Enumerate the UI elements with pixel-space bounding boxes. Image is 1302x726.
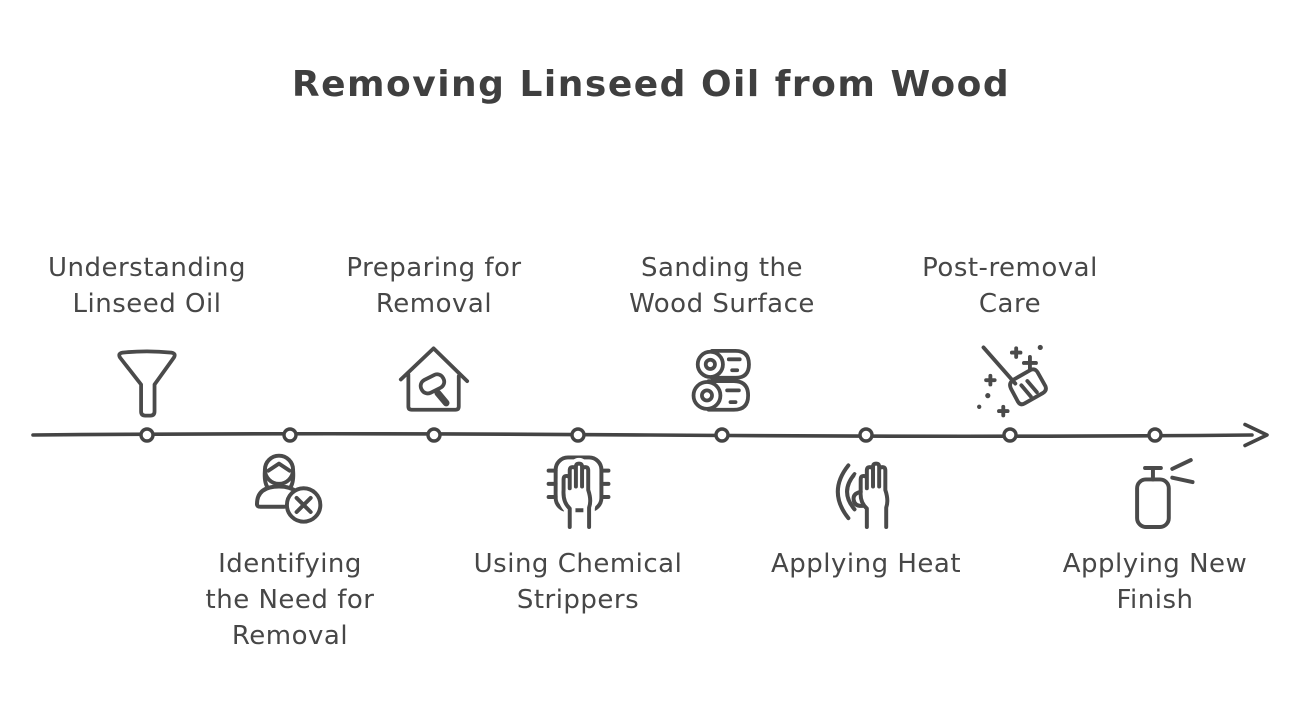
timeline-step-preparing-for-removal: Preparing for Removal [346, 250, 521, 424]
step-label-line: Removal [375, 289, 493, 319]
timeline-step-sanding-wood-surface: Sanding the Wood Surface [629, 250, 815, 424]
step-label-line: Post-removal [922, 253, 1098, 283]
wood-logs-icon [691, 349, 751, 412]
step-label-line: Using Chemical [473, 549, 683, 579]
house-hammer-icon [398, 346, 469, 412]
step-label: Post-removal Care [922, 250, 1098, 322]
timeline-node-8 [1147, 427, 1163, 443]
step-label-line: Wood Surface [629, 289, 815, 319]
timeline-node-1 [139, 427, 155, 443]
step-label-line: Care [978, 289, 1042, 319]
timeline-step-applying-new-finish: Applying New Finish [1063, 446, 1248, 618]
spray-can-icon [1135, 458, 1195, 529]
step-label-line: Removal [231, 621, 349, 651]
step-label-line: Sanding the [640, 253, 804, 283]
hand-scrub-pad-icon [546, 455, 611, 533]
timeline-step-identifying-need-for-removal: Identifying the Need for Removal [206, 446, 375, 654]
step-label-line: Applying New [1062, 549, 1248, 579]
step-label-line: Finish [1116, 585, 1194, 615]
step-label-line: the Need for [205, 585, 375, 615]
timeline-line [31, 431, 1254, 439]
step-label-line: Applying Heat [770, 549, 962, 579]
step-label: Preparing for Removal [346, 250, 521, 322]
timeline-node-5 [714, 427, 730, 443]
step-label-line: Understanding [47, 253, 247, 283]
funnel-icon [117, 349, 177, 418]
timeline-node-3 [426, 427, 442, 443]
timeline-step-using-chemical-strippers: Using Chemical Strippers [474, 446, 683, 618]
timeline-node-2 [282, 427, 298, 443]
step-label: Understanding Linseed Oil [48, 250, 246, 322]
step-label: Identifying the Need for Removal [206, 546, 375, 654]
timeline-node-6 [858, 427, 874, 443]
timeline-axis [31, 422, 1269, 448]
user-x-icon [255, 453, 323, 524]
step-label: Applying New Finish [1063, 546, 1248, 618]
broom-sparkles-icon [976, 344, 1048, 418]
step-label-line: Linseed Oil [72, 289, 222, 319]
step-label-line: Preparing for [346, 253, 522, 283]
step-label-line: Identifying [218, 549, 362, 579]
timeline-node-4 [570, 427, 586, 443]
diagram-title: Removing Linseed Oil from Wood [291, 64, 1011, 105]
step-label: Applying Heat [771, 546, 961, 582]
step-label: Sanding the Wood Surface [629, 250, 815, 322]
timeline-step-applying-heat: Applying Heat [771, 446, 961, 582]
hand-heat-icon [835, 457, 894, 533]
timeline-step-understanding-linseed-oil: Understanding Linseed Oil [48, 250, 246, 424]
step-label: Using Chemical Strippers [474, 546, 683, 618]
timeline-step-post-removal-care: Post-removal Care [922, 250, 1098, 424]
timeline-node-7 [1002, 427, 1018, 443]
timeline-arrowhead-icon [1243, 422, 1269, 448]
step-label-line: Strippers [516, 585, 640, 615]
